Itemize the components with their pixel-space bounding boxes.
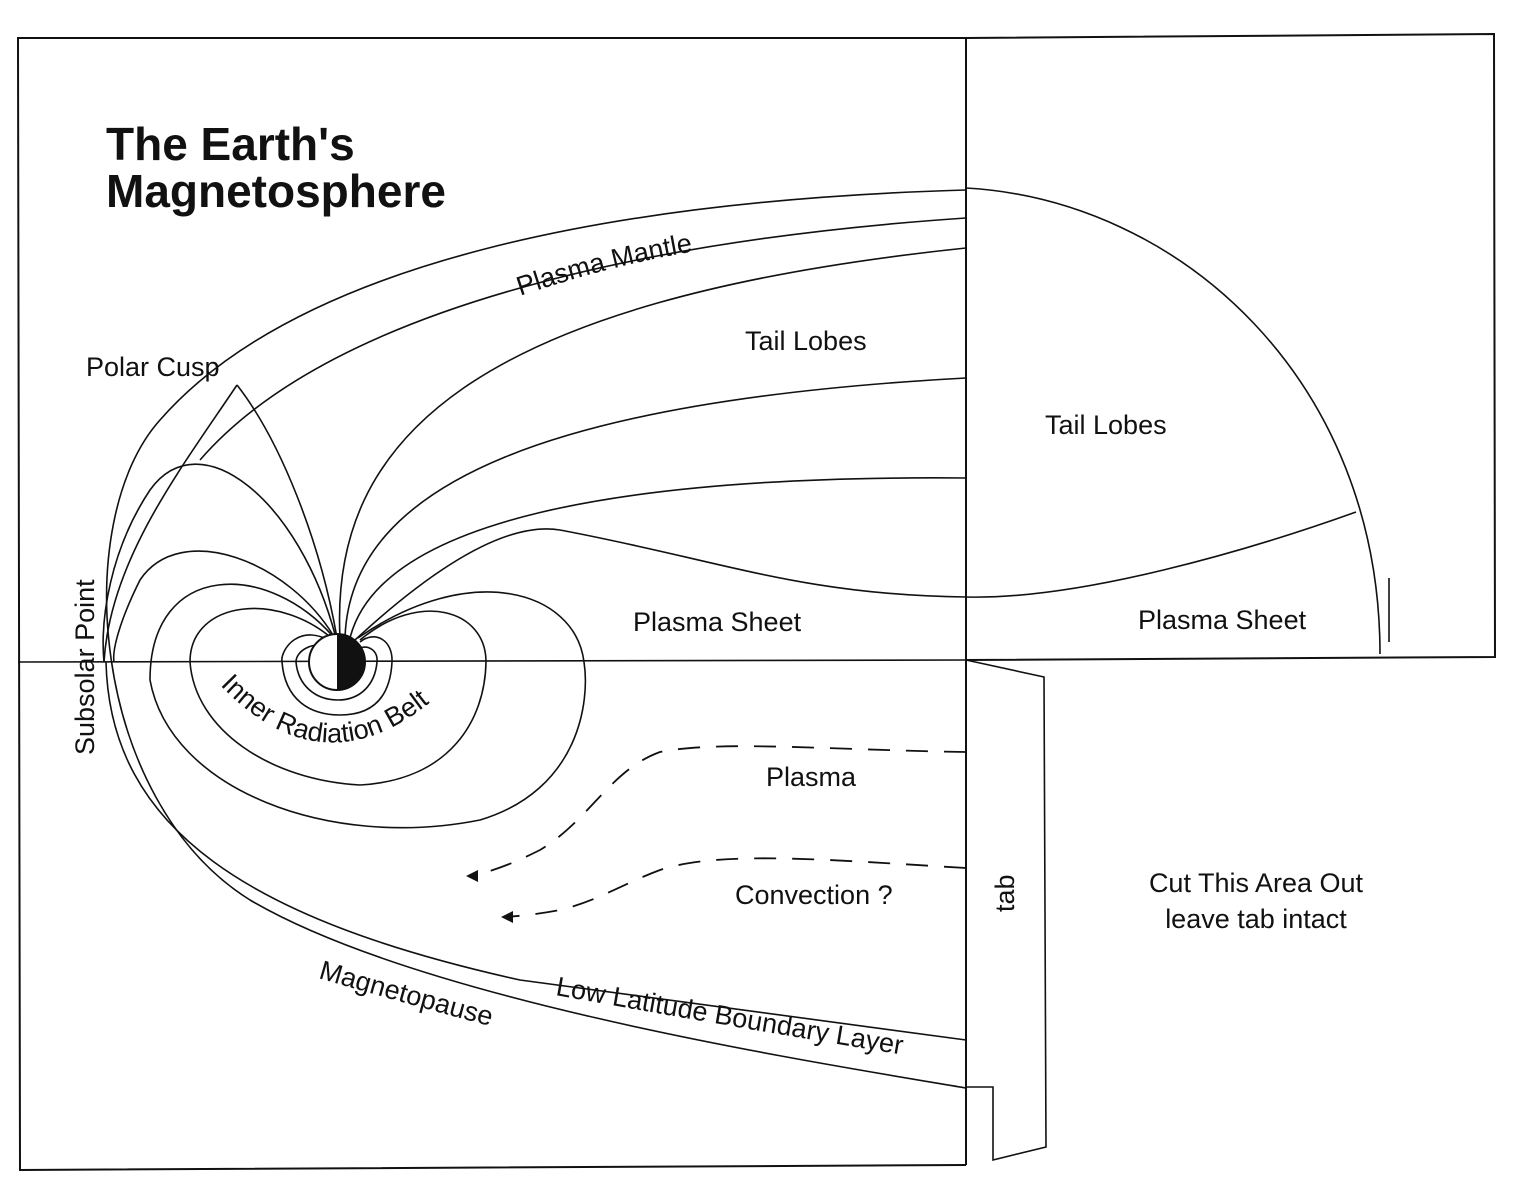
label-plasma-sheet-left: Plasma Sheet xyxy=(633,607,802,637)
label-tab: tab xyxy=(990,874,1020,912)
tail-cross-section xyxy=(965,187,1390,655)
convection-arrows xyxy=(466,745,967,923)
label-tail-lobes-right: Tail Lobes xyxy=(1045,410,1167,440)
tab-outline xyxy=(965,659,1047,1162)
dipole-loops xyxy=(102,463,587,829)
label-convection: Convection ? xyxy=(735,880,893,910)
title-line-1: The Earth's xyxy=(106,118,355,170)
label-polar-cusp: Polar Cusp xyxy=(86,352,220,382)
label-low-latitude-boundary-layer: Low Latitude Boundary Layer xyxy=(554,971,906,1060)
arrow-head-upper xyxy=(466,870,478,882)
tail-field-lines xyxy=(338,247,967,641)
label-tail-lobes-left: Tail Lobes xyxy=(745,326,867,356)
diagram-frame xyxy=(16,32,1497,1172)
title-line-2: Magnetosphere xyxy=(106,165,446,217)
label-cut-line-2: leave tab intact xyxy=(1165,904,1347,934)
label-subsolar-point: Subsolar Point xyxy=(70,579,100,755)
polar-cusp-lines xyxy=(103,384,338,663)
earth-icon xyxy=(308,633,366,691)
label-cut-line-1: Cut This Area Out xyxy=(1149,868,1364,898)
label-plasma: Plasma xyxy=(766,762,857,792)
arrow-head-lower xyxy=(501,911,513,923)
label-plasma-mantle: Plasma Mantle xyxy=(513,228,695,302)
label-plasma-sheet-right: Plasma Sheet xyxy=(1138,605,1307,635)
magnetopause-lines xyxy=(105,189,967,1089)
